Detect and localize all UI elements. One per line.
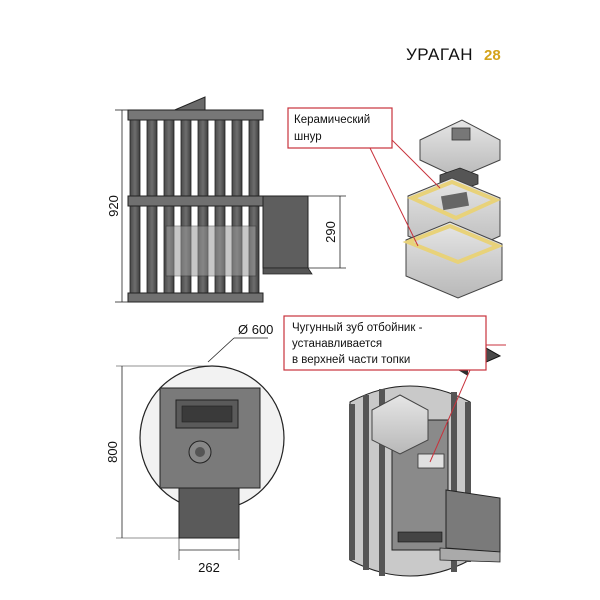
- plan-tunnel: [178, 487, 240, 539]
- plan-view: Ø 600 800 262: [105, 322, 285, 575]
- cutaway-stone-block: [371, 394, 429, 455]
- stove-bottom-band: [127, 292, 264, 303]
- cutaway-grate: [397, 531, 443, 543]
- cutaway-tooth: [417, 453, 445, 469]
- tunnel-width-dimension-label: 262: [198, 560, 220, 575]
- diameter-leader: [207, 337, 235, 363]
- ceramic-cord-label-line2: шнур: [294, 131, 322, 143]
- stove-middle-band: [127, 195, 264, 207]
- exploded-assembly-view: Керамический шнур: [287, 107, 504, 299]
- ceramic-cord-leader-2: [369, 147, 419, 247]
- top-stone-outlet: [451, 127, 471, 141]
- tooth-label-line2: устанавливается: [292, 338, 382, 350]
- middle-box-opening: [440, 191, 470, 211]
- ceramic-cord-label-line1: Керамический: [294, 114, 370, 126]
- cast-iron-tooth-callout: [283, 315, 487, 371]
- model-number: 28: [484, 47, 501, 64]
- cutaway-shell-bars: [349, 389, 471, 576]
- cutaway-view: Чугунный зуб отбойник - устанавливается …: [283, 315, 506, 577]
- ceramic-cord-leader-1: [391, 139, 441, 189]
- height-dimension-label: 920: [106, 195, 121, 217]
- chimney-block: [262, 195, 309, 269]
- top-stone-piece: [419, 119, 501, 179]
- depth-dimension-label: 800: [105, 441, 120, 463]
- product-name: УРАГАН: [406, 45, 473, 64]
- chimney-base: [262, 267, 313, 275]
- cutaway-tunnel: [445, 489, 501, 553]
- tooth-label-line3: в верхней части топки: [292, 354, 410, 366]
- tooth-label-line1: Чугунный зуб отбойник -: [292, 322, 423, 334]
- ceramic-cord-callout: [287, 107, 393, 149]
- stove-top-band: [127, 109, 264, 121]
- cutaway-tunnel-floor: [439, 547, 501, 563]
- front-elevation-view: 920 290: [106, 96, 346, 303]
- ceramic-cord-lower: [402, 223, 504, 265]
- diameter-dimension-label: Ø 600: [238, 322, 273, 337]
- chimney-dimension-label: 290: [323, 221, 338, 243]
- firebox-window: [165, 225, 257, 277]
